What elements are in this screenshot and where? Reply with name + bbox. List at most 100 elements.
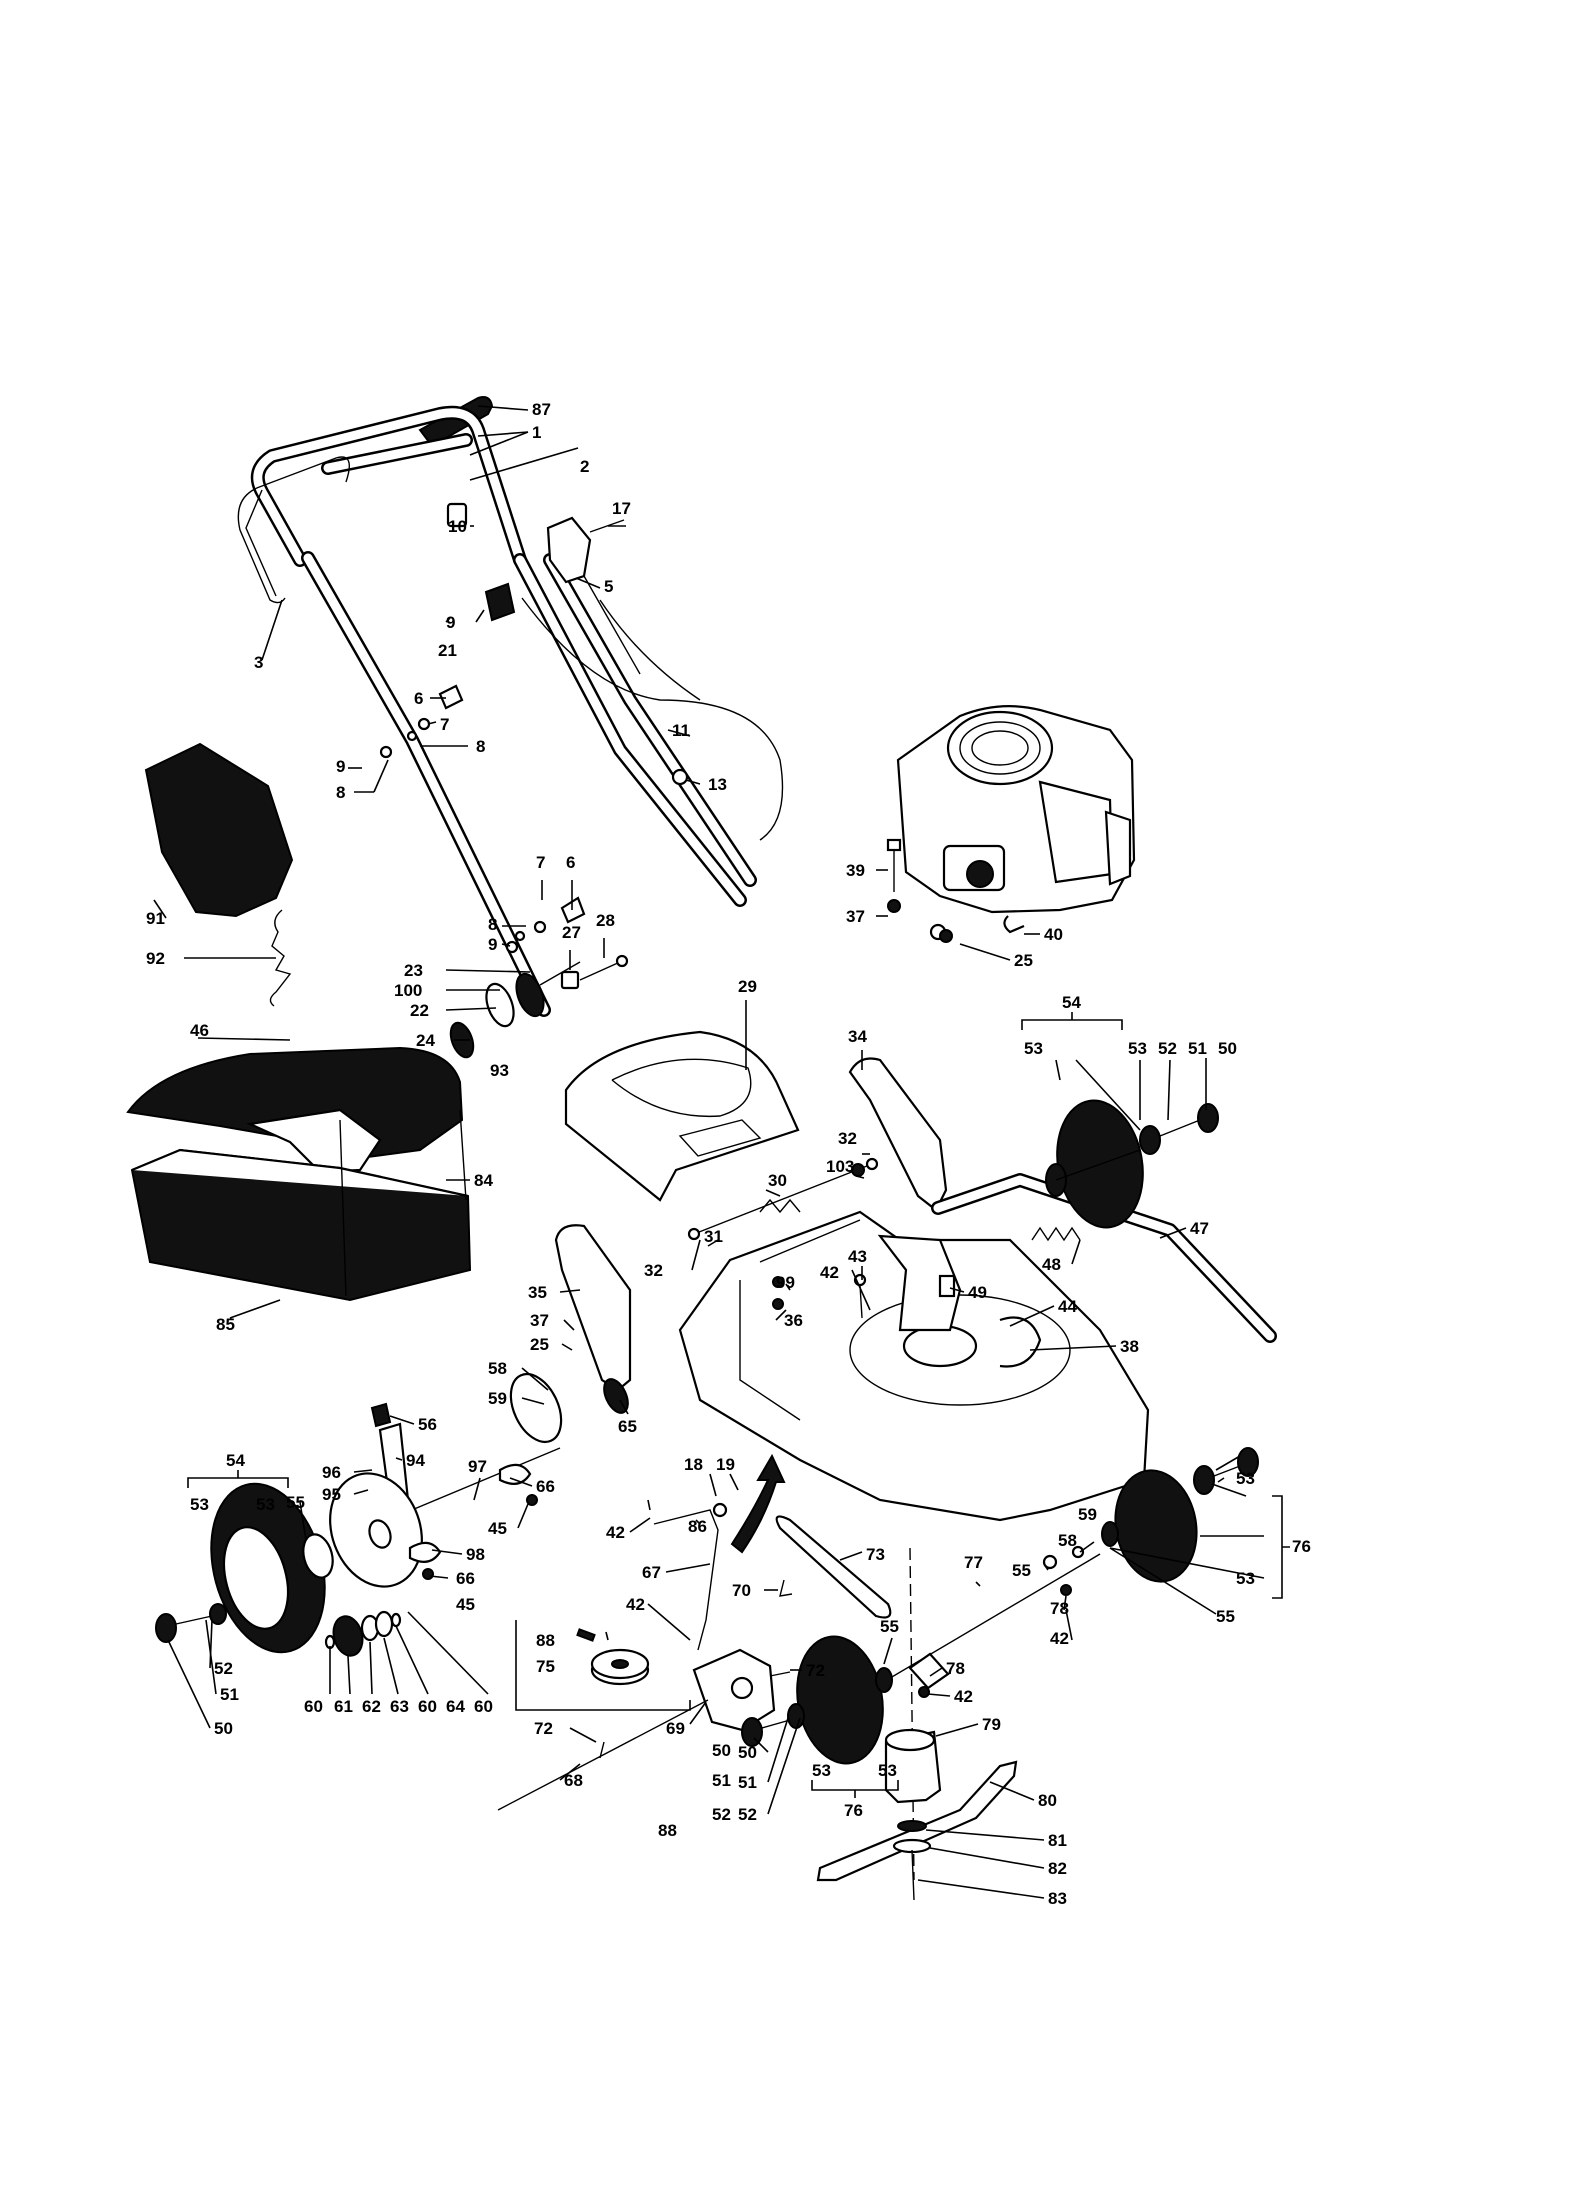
callout-78: 78 <box>1050 1599 1069 1618</box>
callout-50: 50 <box>738 1743 757 1762</box>
deck-44 <box>678 1210 1150 1522</box>
deck-assembly <box>554 1057 1277 1522</box>
callout-19: 19 <box>716 1455 735 1474</box>
callout-54: 54 <box>1062 993 1081 1012</box>
callout-52: 52 <box>214 1659 233 1678</box>
callout-92: 92 <box>146 949 165 968</box>
callout-53: 53 <box>190 1495 209 1514</box>
callout-62: 62 <box>362 1697 381 1716</box>
callout-45: 45 <box>456 1595 475 1614</box>
callout-21: 21 <box>438 641 457 660</box>
right-rear-wheel-assembly <box>1045 1099 1219 1229</box>
callout-82: 82 <box>1048 1859 1067 1878</box>
callout-86: 86 <box>688 1517 707 1536</box>
callout-88: 88 <box>536 1631 555 1650</box>
callout-60: 60 <box>304 1697 323 1716</box>
group-brackets <box>187 1012 1290 1798</box>
callout-84: 84 <box>474 1171 493 1190</box>
side-plate-34 <box>848 1057 948 1212</box>
callout-66: 66 <box>456 1569 475 1588</box>
callout-37: 37 <box>846 907 865 926</box>
callout-22: 22 <box>410 1001 429 1020</box>
callout-42: 42 <box>954 1687 973 1706</box>
callout-61: 61 <box>334 1697 353 1716</box>
callout-23: 23 <box>404 961 423 980</box>
callout-42: 42 <box>1050 1629 1069 1648</box>
callout-76: 76 <box>1292 1537 1311 1556</box>
callout-72: 72 <box>534 1719 553 1738</box>
callout-88: 88 <box>658 1821 677 1840</box>
callout-labels: 87 1 2 17 10 5 9 21 3 6 7 9 8 8 11 13 7 … <box>146 400 1311 1908</box>
callout-42: 42 <box>820 1263 839 1282</box>
front-axle-assembly <box>741 1447 1259 1765</box>
callout-53: 53 <box>1024 1039 1043 1058</box>
callout-45: 45 <box>488 1519 507 1538</box>
callout-5: 5 <box>604 577 613 596</box>
callout-50: 50 <box>712 1741 731 1760</box>
callout-3: 3 <box>254 653 263 672</box>
engine-assembly <box>886 705 1136 943</box>
blade-80 <box>816 1760 1018 1882</box>
callout-18: 18 <box>684 1455 703 1474</box>
catcher-top-46 <box>126 1046 464 1160</box>
callout-65: 65 <box>618 1417 637 1436</box>
callout-81: 81 <box>1048 1831 1067 1850</box>
callout-59: 59 <box>1078 1505 1097 1524</box>
callout-8: 8 <box>336 783 345 802</box>
callout-29: 29 <box>738 977 757 996</box>
callout-40: 40 <box>1044 925 1063 944</box>
callout-52: 52 <box>712 1805 731 1824</box>
callout-78: 78 <box>946 1659 965 1678</box>
callout-79: 79 <box>982 1715 1001 1734</box>
callout-47: 47 <box>1190 1219 1209 1238</box>
callout-99: 99 <box>776 1273 795 1292</box>
callout-63: 63 <box>390 1697 409 1716</box>
callout-70: 70 <box>732 1581 751 1600</box>
callout-6: 6 <box>414 689 423 708</box>
callout-58: 58 <box>488 1359 507 1378</box>
callout-94: 94 <box>406 1451 425 1470</box>
callout-32: 32 <box>838 1129 857 1148</box>
callout-69: 69 <box>666 1719 685 1738</box>
blade-assembly <box>816 1547 1018 1901</box>
callout-32: 32 <box>644 1261 663 1280</box>
callout-98: 98 <box>466 1545 485 1564</box>
callout-59: 59 <box>488 1389 507 1408</box>
callout-13: 13 <box>708 775 727 794</box>
callout-55: 55 <box>1216 1607 1235 1626</box>
callout-42: 42 <box>606 1523 625 1542</box>
callout-2: 2 <box>580 457 589 476</box>
callout-76: 76 <box>844 1801 863 1820</box>
callout-35: 35 <box>528 1283 547 1302</box>
callout-6: 6 <box>566 853 575 872</box>
side-plate-35 <box>554 1224 632 1392</box>
callout-43: 43 <box>848 1247 867 1266</box>
callout-36: 36 <box>784 1311 803 1330</box>
callout-38: 38 <box>1120 1337 1139 1356</box>
callout-44: 44 <box>1058 1297 1077 1316</box>
callout-60: 60 <box>418 1697 437 1716</box>
callout-7: 7 <box>536 853 545 872</box>
callout-39: 39 <box>846 861 865 880</box>
callout-17: 17 <box>612 499 631 518</box>
callout-93: 93 <box>490 1061 509 1080</box>
callout-9: 9 <box>488 935 497 954</box>
callout-64: 64 <box>446 1697 465 1716</box>
callout-9: 9 <box>446 613 455 632</box>
callout-75: 75 <box>536 1657 555 1676</box>
callout-100: 100 <box>394 981 422 1000</box>
callout-52: 52 <box>1158 1039 1177 1058</box>
callout-53: 53 <box>256 1495 275 1514</box>
callout-55: 55 <box>880 1617 899 1636</box>
callout-27: 27 <box>562 923 581 942</box>
callout-51: 51 <box>738 1773 757 1792</box>
callout-11: 11 <box>672 721 690 740</box>
callout-73: 73 <box>866 1545 885 1564</box>
callout-8: 8 <box>488 915 497 934</box>
callout-66: 66 <box>536 1477 555 1496</box>
callout-53: 53 <box>878 1761 897 1780</box>
callout-77: 77 <box>964 1553 983 1572</box>
callout-51: 51 <box>712 1771 731 1790</box>
callout-25: 25 <box>530 1335 549 1354</box>
